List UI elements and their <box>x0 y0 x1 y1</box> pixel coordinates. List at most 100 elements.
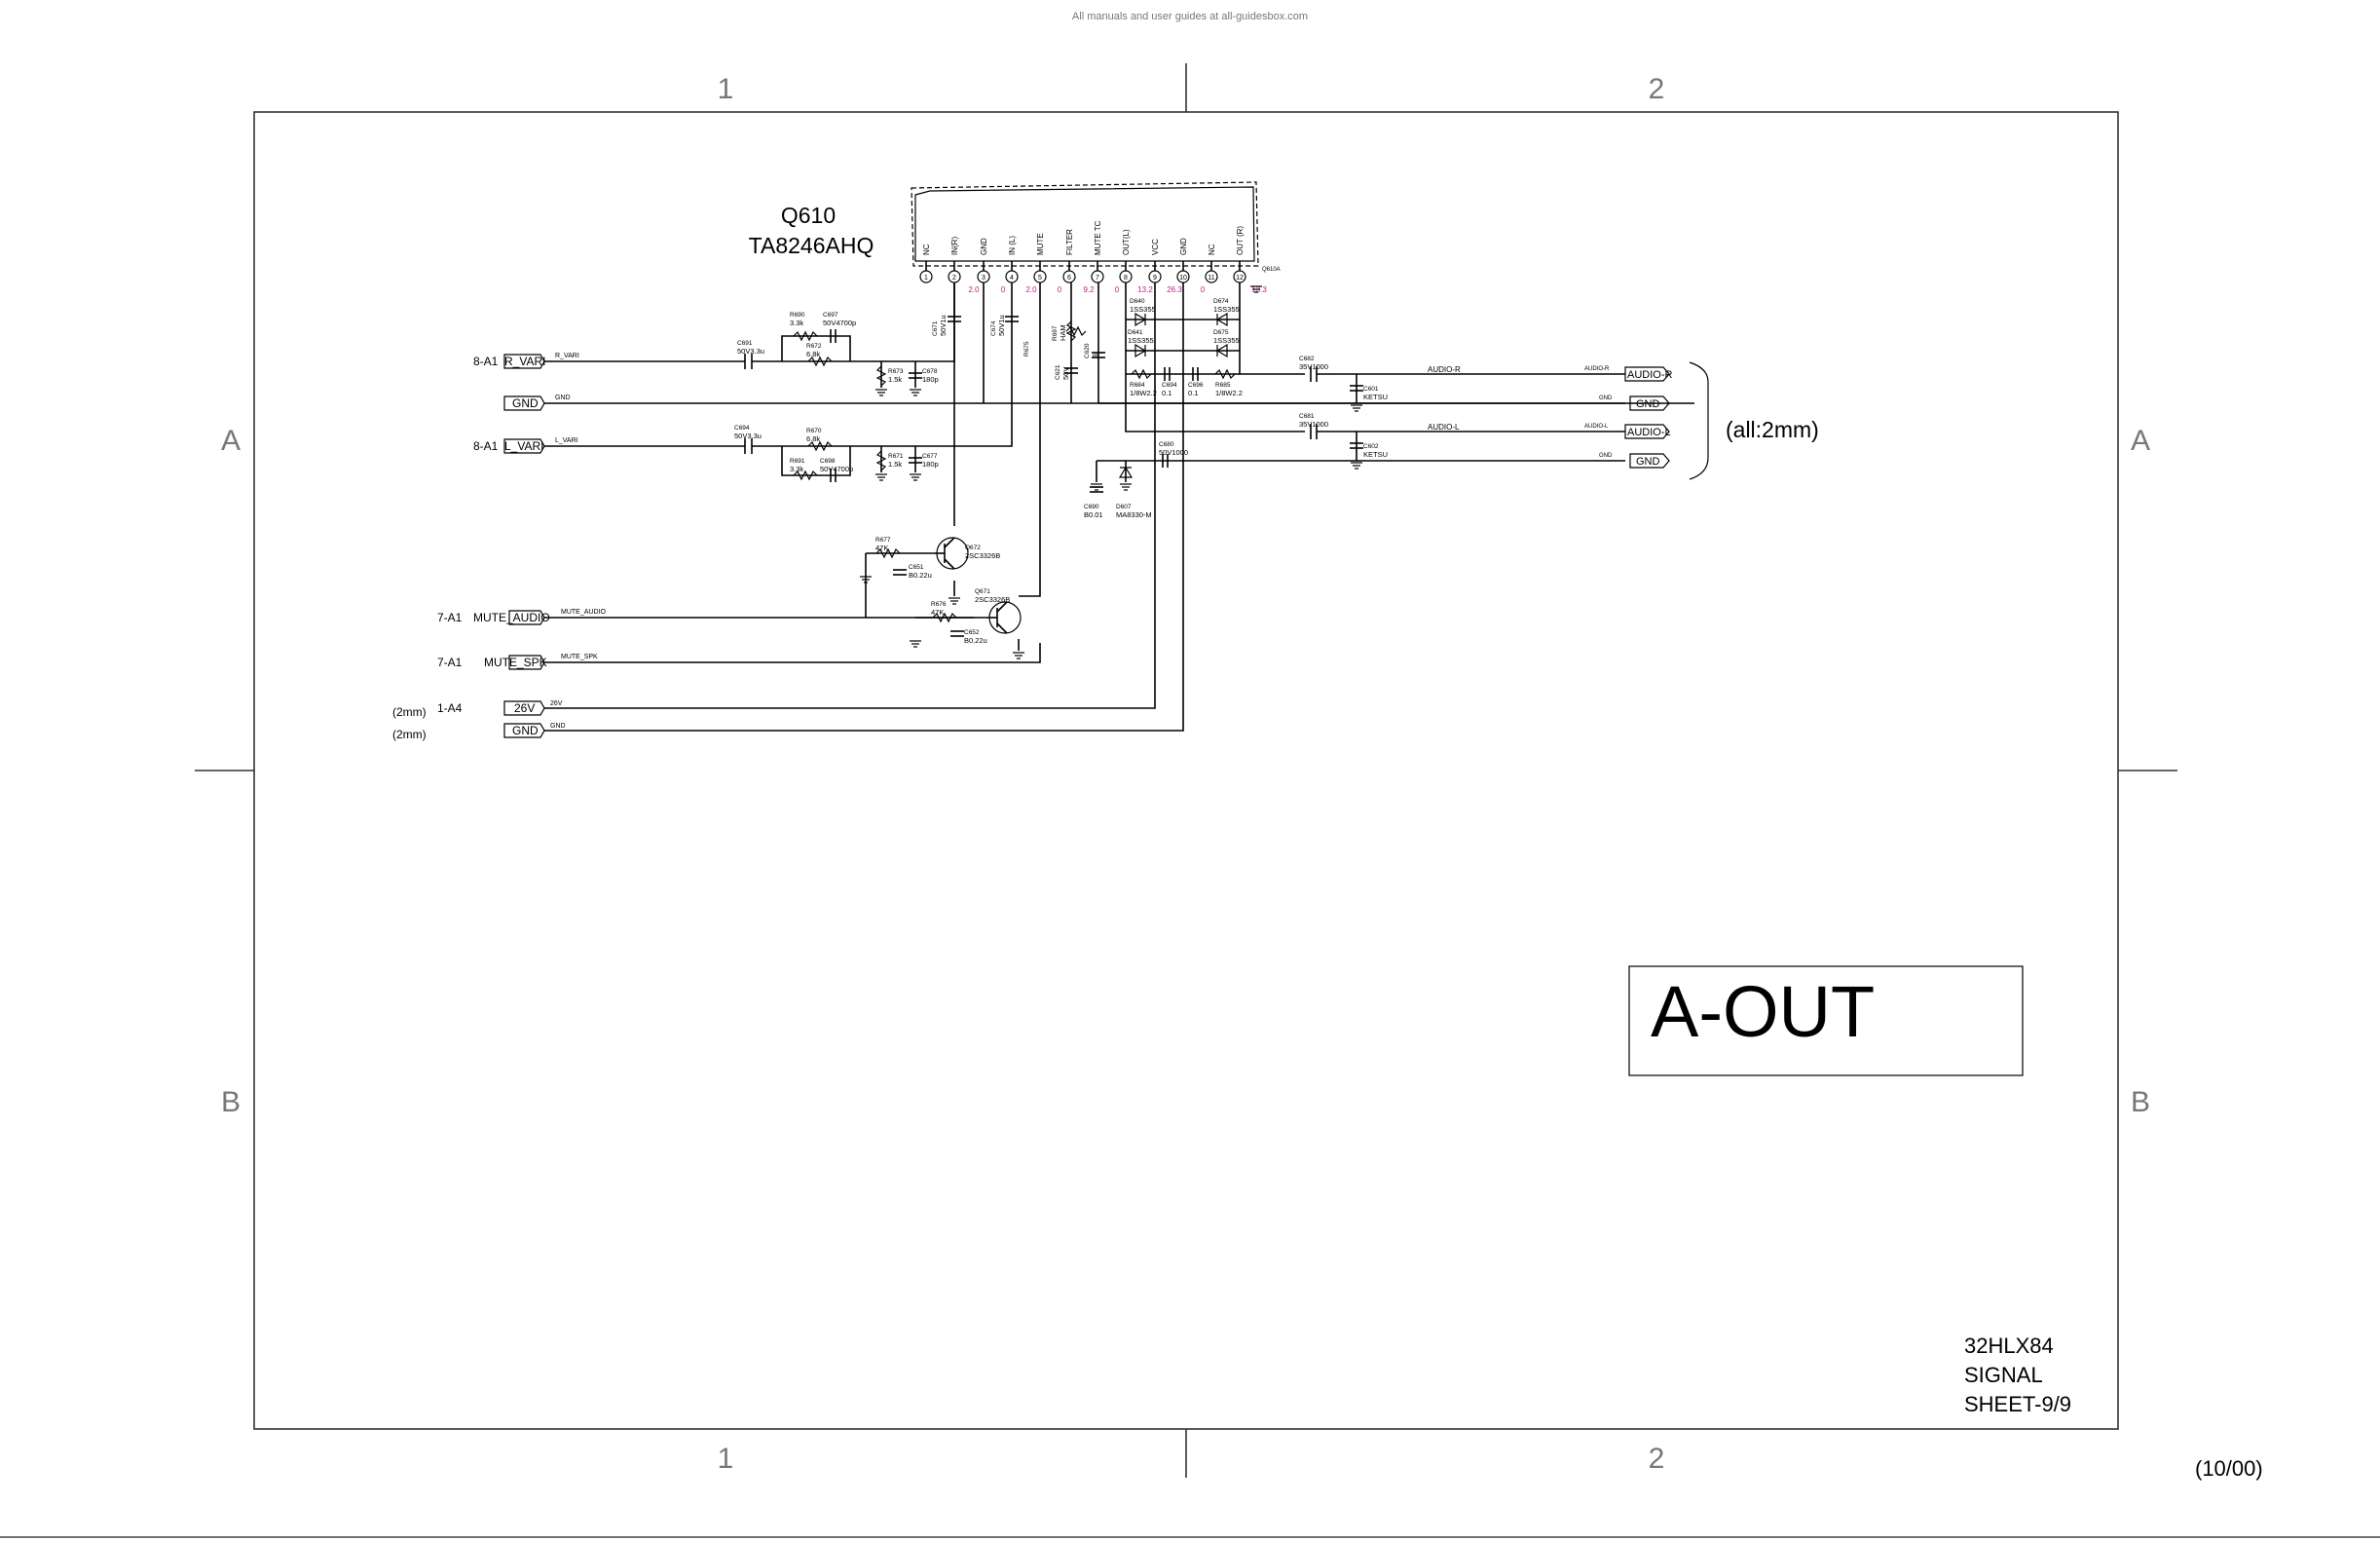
component-value: 1SS355 <box>1213 336 1240 345</box>
ground-symbol <box>875 389 887 396</box>
zone-col-2-top: 2 <box>1649 73 1665 105</box>
resistor-r690 <box>793 330 818 342</box>
cap-c651 <box>893 569 907 576</box>
component-value: 3.3k <box>790 319 803 327</box>
ic-pin-name: OUT (R) <box>1236 226 1245 255</box>
component-value: 1SS355 <box>1213 305 1240 314</box>
component-value: B0.01 <box>1084 510 1103 519</box>
title-box-text: A-OUT <box>1651 971 1875 1052</box>
ic-pin-number: 10 <box>1179 275 1187 282</box>
component-value: MA8330-M <box>1116 510 1152 519</box>
ic-pin-number: 2 <box>952 275 956 282</box>
diode-d607 <box>1118 466 1134 478</box>
ground-symbol <box>910 640 921 648</box>
component-value: 3.3k <box>790 465 803 473</box>
ground-symbol <box>875 473 887 481</box>
flag-gnd1: GND GND <box>503 395 571 411</box>
zone-row-b-left: B <box>221 1086 241 1118</box>
wire-out-r-to-c682 <box>1239 282 1305 375</box>
ic-pin-name: OUT(L) <box>1122 229 1131 255</box>
sheet-number: SHEET-9/9 <box>1964 1392 2071 1416</box>
component-ref: C682 <box>1299 356 1315 362</box>
net-gnd-l: GND <box>1599 453 1613 459</box>
drawing-frame <box>0 63 2380 1538</box>
ic-pin-4: IN (L)42.0 <box>1005 236 1037 294</box>
flag-audio-r: AUDIO-R AUDIO-R AUDIO-R <box>1428 365 1673 382</box>
wire-26v-to-vcc <box>544 282 1156 709</box>
component-ref: C652 <box>964 629 980 636</box>
flag-26v-size: (2mm) <box>392 705 427 719</box>
ic-pin-voltage: 2.0 <box>968 285 980 294</box>
net-r-vari: R_VARI <box>555 353 579 359</box>
component-ref: R676 <box>931 601 947 608</box>
component-value: 180p <box>922 460 939 469</box>
ic-pin-voltage: 0 <box>1001 285 1006 294</box>
transistor-q671 <box>988 601 1022 634</box>
diode-d674 <box>1215 312 1228 327</box>
component-ref: Q671 <box>975 588 990 595</box>
wire-r673-c678-drops <box>880 361 916 388</box>
component-ref: D675 <box>1213 329 1229 336</box>
ground-symbol <box>1120 483 1132 491</box>
cap-c681 <box>1310 424 1318 439</box>
flag-gnd2-size: (2mm) <box>392 728 427 741</box>
ground-symbol <box>948 597 960 605</box>
resistor-r684 <box>1131 368 1152 380</box>
cap-c671 <box>948 316 961 322</box>
ic-pin-voltage: 0 <box>1201 285 1206 294</box>
wire-pin5-to-q671 <box>1019 282 1041 597</box>
diode-d675 <box>1215 343 1228 358</box>
model-number: 32HLX84 <box>1964 1334 2054 1358</box>
flag-gnd1-label: GND <box>512 396 539 410</box>
ic-pin-name: FILTER <box>1065 229 1074 255</box>
component-ref: R690 <box>790 312 805 319</box>
component-ref: R673 <box>888 368 904 375</box>
flag-audio-l: AUDIO-L AUDIO-L AUDIO-L <box>1428 423 1671 439</box>
label-r675: R675 <box>1023 341 1030 357</box>
ic-body <box>914 186 1255 262</box>
ic-pin-name: MUTE <box>1036 233 1045 255</box>
net-l-vari: L_VARI <box>555 437 578 444</box>
component-ref: C694 <box>734 425 750 432</box>
flag-mute-spk-ref: 7-A1 <box>437 656 463 669</box>
ic-aux-label: Q610A <box>1262 267 1281 273</box>
ic-pin-name: IN(R) <box>950 237 959 255</box>
cap-c680 <box>1162 454 1169 468</box>
component-value: 180p <box>922 375 939 384</box>
component-ref: Q672 <box>965 545 981 551</box>
net-gnd2: GND <box>550 723 566 730</box>
flag-l-vari-label: L_VARI <box>504 439 543 453</box>
resistor-r685 <box>1214 368 1236 380</box>
component-ref: C696 <box>1188 382 1204 389</box>
diode-d640 <box>1134 312 1147 327</box>
flag-audio-l-label: AUDIO-L <box>1627 427 1671 438</box>
component-value: 6.8k <box>806 350 820 358</box>
cap-c691 <box>744 354 753 369</box>
ic-pin-number: 9 <box>1153 275 1157 282</box>
cap-c674 <box>1005 316 1019 322</box>
component-ref: C621 <box>1055 364 1061 380</box>
cap-c621 <box>1064 367 1078 374</box>
ic-pin-voltage: 0 <box>1058 285 1062 294</box>
section-name: SIGNAL <box>1964 1363 2043 1387</box>
component-ref: C620 <box>1084 343 1091 358</box>
flag-mute-audio-ref: 7-A1 <box>437 611 463 624</box>
ground-symbol <box>1013 652 1024 659</box>
flag-gnd-r-label: GND <box>1636 398 1660 410</box>
ic-ref-label: Q610 <box>781 203 836 228</box>
cap-c678 <box>909 372 922 379</box>
flag-26v-label: 26V <box>514 701 535 715</box>
